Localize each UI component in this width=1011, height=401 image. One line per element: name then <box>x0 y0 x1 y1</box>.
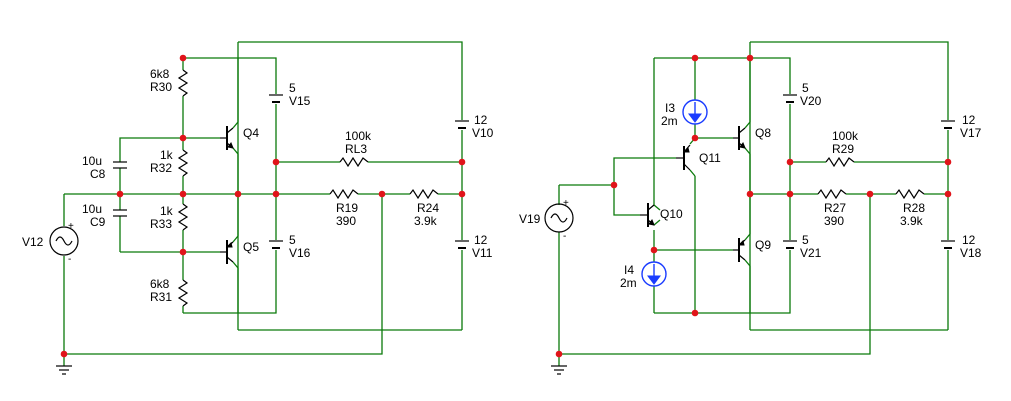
r33-name: R33 <box>150 217 172 231</box>
source-v11: 12 V11 <box>455 233 493 260</box>
v21-value: 5 <box>802 233 809 247</box>
v21-name: V21 <box>800 246 822 260</box>
resistor-r28: R28 3.9k <box>895 188 925 228</box>
current-source-i3: I3 2m <box>661 99 708 128</box>
capacitor-c9: 10u C9 <box>82 202 127 229</box>
v19-name: V19 <box>519 212 541 226</box>
r30-name: R30 <box>150 80 172 94</box>
transistor-q11: Q11 <box>676 144 721 171</box>
source-v16: 5 V16 <box>269 233 311 260</box>
r32-value: 1k <box>160 148 174 162</box>
v12-plus: + <box>68 221 74 232</box>
transistor-q5: Q5 <box>220 240 259 264</box>
v11-value: 12 <box>474 233 488 247</box>
resistor-r19: R19 390 <box>329 188 359 228</box>
i3-value: 2m <box>661 114 678 128</box>
c8-name: C8 <box>90 167 106 181</box>
resistor-r24: R24 3.9k <box>409 188 439 228</box>
r31-value: 6k8 <box>150 277 170 291</box>
r24-name: R24 <box>417 201 439 215</box>
source-v10: 12 V10 <box>455 113 494 140</box>
ground-left <box>56 365 72 375</box>
right-circuit: I3 2m I4 2m Q8 Q9 <box>519 41 982 375</box>
source-v17: 12 V17 <box>941 113 982 140</box>
v10-value: 12 <box>474 113 488 127</box>
source-v21: 5 V21 <box>783 233 822 260</box>
transistor-q9: Q9 <box>733 238 771 262</box>
v11-name: V11 <box>472 246 493 260</box>
resistor-rl3: 100k RL3 <box>339 129 372 168</box>
resistor-r29: 100k R29 <box>825 129 859 168</box>
ground-right <box>551 365 567 375</box>
i4-name: I4 <box>624 263 634 277</box>
v12-minus: - <box>68 254 71 265</box>
r29-name: R29 <box>832 142 854 156</box>
r19-name: R19 <box>336 201 358 215</box>
v17-value: 12 <box>962 113 976 127</box>
q5-name: Q5 <box>243 240 259 254</box>
c9-value: 10u <box>82 202 102 216</box>
rl3-value: 100k <box>345 129 372 143</box>
resistor-r31: 6k8 R31 <box>150 277 189 307</box>
v18-value: 12 <box>962 233 976 247</box>
left-circuit: 6k8 R30 1k R32 1k R33 6k8 R31 10u C8 <box>22 41 494 375</box>
v18-name: V18 <box>960 246 982 260</box>
resistor-r27: R27 390 <box>817 188 847 228</box>
v10-name: V10 <box>472 126 494 140</box>
v12-name: V12 <box>22 235 44 249</box>
resistor-r32: 1k R32 <box>150 148 189 177</box>
v20-name: V20 <box>800 94 822 108</box>
r30-value: 6k8 <box>150 67 170 81</box>
v15-name: V15 <box>289 94 311 108</box>
r29-value: 100k <box>832 129 859 143</box>
r28-name: R28 <box>903 201 925 215</box>
rl3-name: RL3 <box>345 142 367 156</box>
q11-name: Q11 <box>699 151 721 165</box>
q4-name: Q4 <box>243 126 259 140</box>
r19-value: 390 <box>336 214 356 228</box>
ac-source-v12: + - V12 <box>22 221 79 265</box>
r27-value: 390 <box>824 214 844 228</box>
v20-value: 5 <box>802 81 809 95</box>
q8-name: Q8 <box>755 126 771 140</box>
left-junctions <box>60 54 466 358</box>
i3-name: I3 <box>665 101 675 115</box>
left-wires <box>63 41 463 366</box>
i4-value: 2m <box>620 276 637 290</box>
v19-minus: - <box>563 231 566 242</box>
v17-name: V17 <box>960 126 982 140</box>
transistor-q8: Q8 <box>733 126 771 150</box>
ac-source-v19: + - V19 <box>519 198 574 242</box>
current-source-i4: I4 2m <box>620 261 667 290</box>
r27-name: R27 <box>824 201 846 215</box>
source-v20: 5 V20 <box>783 81 822 108</box>
v16-value: 5 <box>289 233 296 247</box>
right-junctions <box>555 54 952 358</box>
source-v15: 5 V15 <box>269 81 311 108</box>
v19-plus: + <box>563 198 569 209</box>
v16-name: V16 <box>289 246 311 260</box>
right-wires <box>558 41 949 366</box>
c8-value: 10u <box>82 154 102 168</box>
v15-value: 5 <box>289 81 296 95</box>
transistor-q10: Q10 <box>640 203 683 227</box>
capacitor-c8: 10u C8 <box>82 154 127 181</box>
resistor-r30: 6k8 R30 <box>150 67 189 97</box>
r31-name: R31 <box>150 290 172 304</box>
resistor-r33: 1k R33 <box>150 203 189 231</box>
r32-name: R32 <box>150 161 172 175</box>
r33-value: 1k <box>160 204 174 218</box>
q10-name: Q10 <box>660 207 683 221</box>
source-v18: 12 V18 <box>941 233 982 260</box>
c9-name: C9 <box>90 215 106 229</box>
r24-value: 3.9k <box>414 214 438 228</box>
transistor-q4: Q4 <box>220 126 259 150</box>
q9-name: Q9 <box>755 238 771 252</box>
r28-value: 3.9k <box>900 214 924 228</box>
